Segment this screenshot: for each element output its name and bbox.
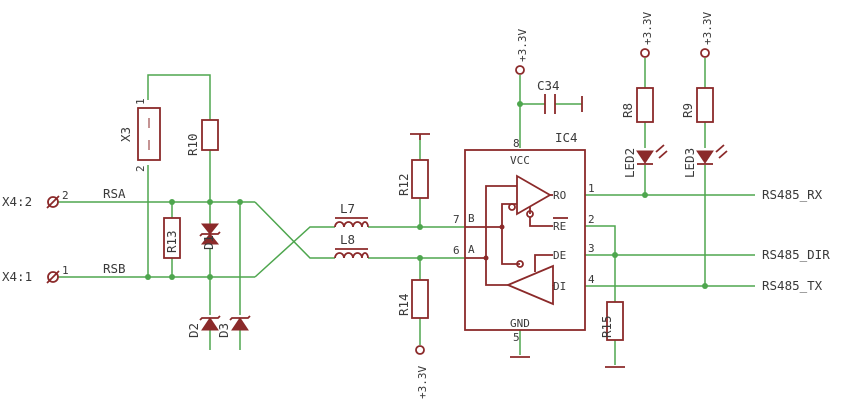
ic-name: IC4 xyxy=(555,130,578,145)
resistor-r10: R10 xyxy=(185,119,219,156)
pin-number: 7 xyxy=(453,213,460,226)
part-label: C34 xyxy=(537,78,560,93)
power-label: +3.3V xyxy=(701,12,714,45)
pin-number: 5 xyxy=(513,331,520,344)
ic-vcc-label: VCC xyxy=(510,154,530,167)
ic-gnd-label: GND xyxy=(510,317,530,330)
pin-name-b: B xyxy=(468,212,475,225)
net-label-rsa: RSA xyxy=(103,186,126,201)
pin-number: 2 xyxy=(62,189,69,202)
power-label: +3.3V xyxy=(416,366,429,399)
jumper-x3: 1 2 X3 xyxy=(118,98,161,172)
resistor-r14: R14 xyxy=(396,279,429,319)
inductor-l8: L8 xyxy=(334,232,369,259)
resistor-r15: R15 xyxy=(599,301,625,368)
part-label: L7 xyxy=(340,201,355,216)
part-label: D3 xyxy=(216,323,231,338)
part-label: R12 xyxy=(396,173,411,196)
junction-dot xyxy=(417,224,423,230)
net-label-rs485-rx: RS485_RX xyxy=(762,187,823,202)
power-label: +3.3V xyxy=(516,29,529,62)
part-label: D2 xyxy=(186,323,201,338)
net-label-rsb: RSB xyxy=(103,261,126,276)
pin-number: 2 xyxy=(134,165,147,172)
junction-dot xyxy=(169,199,175,205)
pin-name-de: DE xyxy=(553,249,566,262)
led-led2: LED2 xyxy=(622,144,668,178)
resistor-r13: R13 xyxy=(163,217,181,259)
pin-number: 3 xyxy=(588,242,595,255)
net-label-rs485-dir: RS485_DIR xyxy=(762,247,830,262)
part-label: LED3 xyxy=(682,148,697,178)
junction-dot xyxy=(642,192,648,198)
pin-number: 1 xyxy=(62,264,69,277)
part-label: R9 xyxy=(680,103,695,118)
pin-number: 1 xyxy=(134,98,147,105)
led-led3: LED3 xyxy=(682,144,728,178)
pin-number: 2 xyxy=(588,213,595,226)
junction-dot xyxy=(612,252,618,258)
net-label-rs485-tx: RS485_TX xyxy=(762,278,823,293)
power-symbol-ic4: +3.3V xyxy=(515,29,529,75)
power-symbol-r9: +3.3V xyxy=(700,12,714,58)
pin-name-re: RE xyxy=(553,220,566,233)
diode-d1: D1 xyxy=(199,223,221,250)
resistor-r12: R12 xyxy=(396,133,430,199)
ic4-transceiver: IC4 VCC GND 8 5 7 6 1 2 3 4 B A RO RE DE… xyxy=(453,130,595,344)
part-label: D1 xyxy=(201,235,216,250)
wires xyxy=(58,58,755,365)
part-label: R14 xyxy=(396,293,411,316)
part-label: R13 xyxy=(164,230,179,253)
junction-dot xyxy=(207,274,213,280)
pin-number: 6 xyxy=(453,244,460,257)
junction-dot xyxy=(207,199,213,205)
junction-dot xyxy=(145,274,151,280)
pin-name-ro: RO xyxy=(553,189,566,202)
junction-dot xyxy=(169,274,175,280)
connector-x4-1: X4:1 1 xyxy=(2,264,69,284)
part-label: R8 xyxy=(620,103,635,118)
part-label: R15 xyxy=(599,315,614,338)
pin-number: 8 xyxy=(513,137,520,150)
power-symbol-r8: +3.3V xyxy=(640,12,654,58)
power-label: +3.3V xyxy=(641,12,654,45)
inductor-l7: L7 xyxy=(334,201,369,228)
part-label: R10 xyxy=(185,133,200,156)
junction-dot xyxy=(517,101,523,107)
pin-number: 1 xyxy=(588,182,595,195)
junctions xyxy=(145,101,708,289)
junction-dot xyxy=(702,283,708,289)
power-symbol-r14: +3.3V xyxy=(415,345,429,399)
capacitor-c34: C34 xyxy=(537,78,583,114)
connector-label: X4:2 xyxy=(2,194,32,209)
connector-label: X4:1 xyxy=(2,269,32,284)
part-label: L8 xyxy=(340,232,355,247)
resistor-r9: R9 xyxy=(680,87,714,123)
part-label: X3 xyxy=(118,127,133,142)
connector-x4-2: X4:2 2 xyxy=(2,189,69,209)
diode-d2: D2 xyxy=(186,315,221,338)
diode-d3: D3 xyxy=(216,315,251,338)
part-label: LED2 xyxy=(622,148,637,178)
pin-number: 4 xyxy=(588,273,595,286)
pin-name-a: A xyxy=(468,243,475,256)
pin-name-di: DI xyxy=(553,280,566,293)
junction-dot xyxy=(237,199,243,205)
resistor-r8: R8 xyxy=(620,87,654,123)
junction-dot xyxy=(417,255,423,261)
